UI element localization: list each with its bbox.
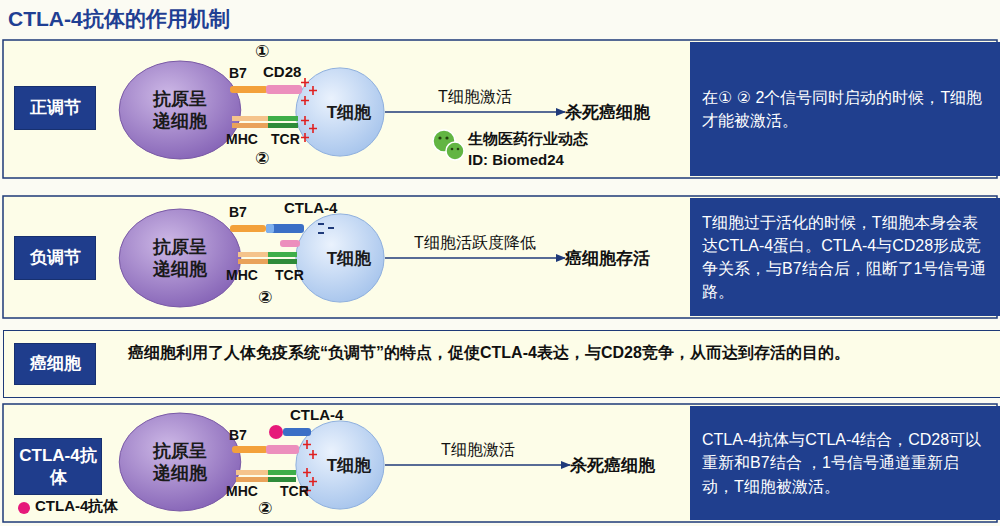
cell-ellipse (118, 60, 242, 160)
explanation-box-text: T细胞过于活化的时候，T细胞本身会表达CTLA-4蛋白。CTLA-4与CD28形… (702, 211, 989, 304)
part-label: MHC (226, 268, 258, 283)
t-cell: T细胞 (295, 67, 385, 157)
callout-number: ① (255, 43, 269, 62)
b7-ligand (230, 86, 268, 93)
edge-label: T细胞激活 (441, 440, 515, 459)
t-cell-text: T细胞 (327, 101, 371, 124)
antigen-presenting-cell-text: 抗原呈递细胞 (151, 440, 209, 485)
part-label: TCR (275, 268, 304, 283)
mhc-molecule (236, 470, 268, 475)
section-label: 正调节 (14, 86, 96, 130)
wechat-icon (451, 148, 454, 151)
mhc-molecule (238, 259, 268, 264)
part-label: B7 (229, 428, 247, 443)
signal-marks (301, 78, 317, 142)
cd28-receptor (280, 240, 300, 247)
part-label: ID: Biomed24 (468, 152, 564, 169)
cell-ellipse (118, 412, 242, 512)
wechat-icon (445, 136, 448, 139)
part-label: TCR (280, 484, 309, 499)
legend-text: CTLA-4抗体 (35, 497, 118, 516)
ctla4-receptor (266, 224, 274, 233)
part-label: 生物医药行业动态 (468, 131, 588, 148)
part-label: CD28 (263, 64, 301, 81)
edge-label: T细胞活跃度降低 (414, 233, 536, 252)
cell-circle (296, 68, 384, 156)
section-label-text: 正调节 (30, 97, 81, 118)
panel-band-text: 癌细胞利用了人体免疫系统“负调节”的特点，促使CTLA-4表达，与CD28竞争，… (128, 341, 988, 365)
b7-ligand (230, 225, 266, 232)
flow-arrow (385, 257, 565, 259)
edge-label: T细胞激活 (438, 87, 512, 106)
part-label: B7 (229, 66, 247, 81)
antigen-presenting-cell-text: 抗原呈递细胞 (151, 236, 209, 281)
outcome-text: 癌细胞存活 (565, 247, 650, 270)
outcome-text-text: 杀死癌细胞 (565, 101, 650, 124)
wechat-icon (438, 136, 441, 139)
cell-ellipse (118, 208, 242, 308)
wechat-icon (433, 130, 455, 152)
tcr-receptor (268, 470, 296, 475)
cell-ellipse (119, 413, 241, 511)
section-label: 负调节 (14, 236, 96, 280)
explanation-box-text: CTLA-4抗体与CTLA-4结合，CD28可以重新和B7结合 ，1号信号通道重… (702, 428, 989, 498)
tcr-receptor (268, 477, 296, 482)
tcr-receptor (268, 259, 297, 264)
ctla4-receptor (266, 224, 304, 233)
wechat-icon (446, 142, 464, 160)
section-label-text: 负调节 (30, 247, 81, 268)
antibody-dot (269, 425, 283, 439)
t-cell: T细胞 (295, 213, 385, 303)
wechat-icon (457, 148, 460, 151)
antigen-presenting-cell: 抗原呈递细胞 (118, 208, 242, 308)
section-label: 癌细胞 (14, 343, 96, 385)
cell-ellipse (119, 209, 241, 307)
t-cell-text: T细胞 (327, 247, 371, 270)
cd28-receptor (266, 445, 299, 454)
outcome-text-text: 杀死癌细胞 (570, 454, 655, 477)
antigen-presenting-cell-text: 抗原呈递细胞 (151, 88, 209, 133)
part-label: CTLA-4 (284, 200, 337, 217)
mhc-molecule (232, 116, 268, 121)
callout-number: ② (258, 500, 272, 519)
section-label-text: 癌细胞 (30, 353, 81, 374)
mhc-molecule (232, 123, 268, 128)
section-label: CTLA-4抗体 (14, 438, 102, 495)
outcome-text: 杀死癌细胞 (565, 101, 650, 124)
part-label: B7 (229, 205, 247, 220)
t-cell-text: T细胞 (327, 454, 371, 477)
diagram-title: CTLA-4抗体的作用机制 (8, 5, 230, 33)
outcome-text-text: 癌细胞存活 (565, 247, 650, 270)
explanation-box-text: 在① ② 2个信号同时启动的时候，T细胞才能被激活。 (702, 86, 989, 132)
b7-ligand (232, 446, 268, 453)
explanation-box: 在① ② 2个信号同时启动的时候，T细胞才能被激活。 (690, 42, 1000, 176)
section-label-text: CTLA-4抗体 (19, 445, 97, 488)
mhc-molecule (236, 477, 268, 482)
antigen-presenting-cell: 抗原呈递细胞 (118, 412, 242, 512)
part-label: CTLA-4 (290, 407, 343, 424)
legend-swatch (18, 502, 30, 514)
mhc-molecule (238, 252, 268, 257)
ctla4-receptor (283, 428, 311, 436)
tcr-receptor (268, 123, 298, 128)
flow-arrow (385, 464, 570, 466)
inhibition-marks (318, 224, 334, 233)
panel-band: 癌细胞利用了人体免疫系统“负调节”的特点，促使CTLA-4表达，与CD28竞争，… (3, 330, 1000, 398)
explanation-box: T细胞过于活化的时候，T细胞本身会表达CTLA-4蛋白。CTLA-4与CD28形… (690, 198, 1000, 316)
cell-ellipse (119, 61, 241, 159)
tcr-receptor (268, 116, 298, 121)
flow-arrow (385, 111, 565, 113)
outcome-text: 杀死癌细胞 (570, 454, 655, 477)
callout-number: ② (255, 150, 269, 169)
antigen-presenting-cell: 抗原呈递细胞 (118, 60, 242, 160)
tcr-receptor (268, 252, 297, 257)
part-label: MHC (226, 132, 258, 147)
part-label: MHC (226, 484, 258, 499)
explanation-box: CTLA-4抗体与CTLA-4结合，CD28可以重新和B7结合 ，1号信号通道重… (690, 406, 1000, 520)
cd28-receptor (266, 85, 302, 94)
callout-number: ② (258, 289, 272, 308)
part-label: TCR (271, 132, 300, 147)
cell-circle (296, 214, 384, 302)
